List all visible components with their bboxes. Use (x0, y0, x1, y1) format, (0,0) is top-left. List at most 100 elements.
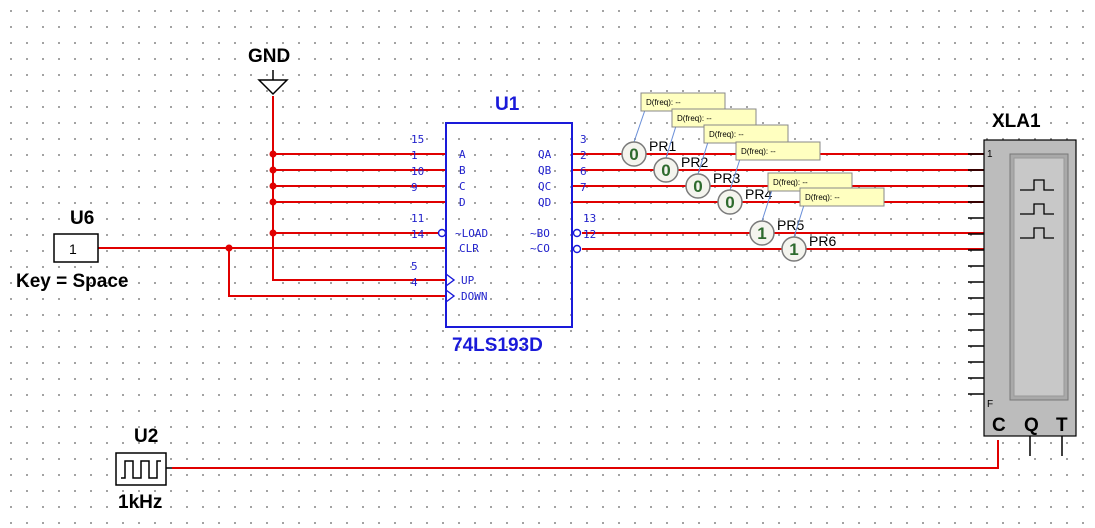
probe-indicator[interactable] (717, 189, 743, 215)
probe-name: PR3 (713, 170, 740, 186)
pin-num-qb: 2 (580, 149, 587, 162)
probe-tooltip-text: D(freq): -- (773, 178, 808, 187)
square-wave-icon (121, 460, 161, 479)
probe-6[interactable]: D(freq): -- 1 PR6 (781, 187, 885, 262)
probe-value: 0 (661, 161, 670, 180)
junction-dot (269, 150, 277, 158)
probe-5[interactable]: D(freq): -- 1 PR5 (749, 172, 853, 246)
probe-tooltip (735, 141, 821, 161)
probe-name: PR6 (809, 233, 836, 249)
probe-tooltip-text: D(freq): -- (646, 98, 681, 107)
clock-freq: 1kHz (118, 492, 162, 513)
analyzer-bottom-pin: F (987, 399, 993, 410)
pin-name-d: D (459, 196, 466, 209)
load-inversion-bubble (437, 228, 447, 238)
counter-ref: U1 (495, 94, 520, 115)
analyzer-display-inner (1013, 157, 1065, 397)
pin-num-a: 15 (411, 133, 424, 146)
probe-tooltip (799, 187, 885, 207)
junction-dot (269, 198, 277, 206)
pin-num-clr: 14 (411, 228, 425, 241)
probe-leader-line (761, 189, 773, 222)
pin-name-c: C (459, 180, 466, 193)
gnd-symbol[interactable]: GND (248, 46, 290, 96)
counter-ic[interactable]: U1 74LS193D 15 1 10 9 11 14 5 4 A B C D … (411, 94, 596, 356)
junction-dot (269, 182, 277, 190)
clock-source[interactable]: U2 1kHz (115, 426, 172, 513)
pin-num-d: 9 (411, 181, 418, 194)
pin-num-co: 12 (583, 228, 596, 241)
pin-name-b: B (459, 164, 466, 177)
pin-num-qa: 3 (580, 133, 587, 146)
key-caption: Key = Space (16, 271, 129, 292)
wire-key-down[interactable] (228, 248, 446, 297)
ground-icon (257, 79, 289, 96)
clock-ref: U2 (134, 426, 158, 447)
pin-name-a: A (459, 148, 466, 161)
probe-value: 0 (725, 193, 734, 212)
pin-name-co: ~CO (530, 242, 550, 255)
probe-indicator[interactable] (749, 220, 775, 246)
probe-tooltip-text: D(freq): -- (805, 193, 840, 202)
probe-indicator[interactable] (653, 157, 679, 183)
key-box[interactable] (53, 233, 99, 263)
pin-name-qb: QB (538, 164, 552, 177)
analyzer-c-label: C (992, 415, 1006, 436)
key-ref: U6 (70, 208, 94, 229)
probe-indicator[interactable] (685, 173, 711, 199)
pin-name-up: UP (461, 274, 475, 287)
analyzer-top-pin: 1 (987, 149, 993, 160)
pin-num-qc: 6 (580, 165, 587, 178)
pin-name-down: DOWN (461, 290, 488, 303)
key-switch[interactable]: U6 1 Key = Space (16, 208, 129, 292)
pin-name-clr: CLR (459, 242, 479, 255)
probe-tooltip-text: D(freq): -- (677, 114, 712, 123)
probe-name: PR4 (745, 186, 772, 202)
down-clock-triangle (445, 289, 456, 303)
pin-name-qd: QD (538, 196, 551, 209)
pin-name-load: ~LOAD (455, 227, 488, 240)
probe-indicator[interactable] (621, 141, 647, 167)
counter-body[interactable] (445, 122, 573, 328)
probe-4[interactable]: D(freq): -- 0 PR4 (717, 141, 821, 215)
pin-num-qd: 7 (580, 181, 587, 194)
probe-leader-line (697, 141, 709, 175)
pin-name-qc: QC (538, 180, 551, 193)
probe-value: 0 (629, 145, 638, 164)
pin-name-qa: QA (538, 148, 552, 161)
waveform-icon (1020, 227, 1054, 239)
pin-num-bo: 13 (583, 212, 596, 225)
probe-2[interactable]: D(freq): -- 0 PR2 (653, 108, 757, 183)
waveform-icon (1020, 179, 1054, 191)
analyzer-ref: XLA1 (992, 111, 1041, 132)
analyzer-q-label: Q (1024, 415, 1039, 436)
junction-dot (225, 244, 233, 252)
pin-num-up: 5 (411, 260, 418, 273)
up-clock-triangle (445, 273, 456, 287)
counter-part: 74LS193D (452, 335, 543, 356)
key-value: 1 (69, 241, 77, 257)
probe-name: PR5 (777, 217, 804, 233)
probe-value: 1 (789, 240, 798, 259)
probe-leader-line (633, 109, 646, 143)
probe-tooltip-text: D(freq): -- (741, 147, 776, 156)
logic-analyzer[interactable]: XLA1 1 F C Q T (968, 111, 1077, 456)
probe-value: 1 (757, 224, 766, 243)
junction-dot (269, 166, 277, 174)
probe-leader-line (665, 125, 677, 159)
waveform-icon (1020, 203, 1054, 215)
analyzer-t-label: T (1056, 415, 1068, 436)
gnd-label: GND (248, 46, 290, 67)
pin-num-b: 1 (411, 149, 418, 162)
probe-name: PR1 (649, 138, 676, 154)
probe-1[interactable]: D(freq): -- 0 PR1 (621, 92, 726, 167)
probe-tooltip-text: D(freq): -- (709, 130, 744, 139)
pin-num-load: 11 (411, 212, 424, 225)
wire-gnd-bus[interactable] (272, 96, 446, 281)
probe-name: PR2 (681, 154, 708, 170)
probe-indicator[interactable] (781, 236, 807, 262)
wire-clock[interactable] (172, 440, 999, 469)
